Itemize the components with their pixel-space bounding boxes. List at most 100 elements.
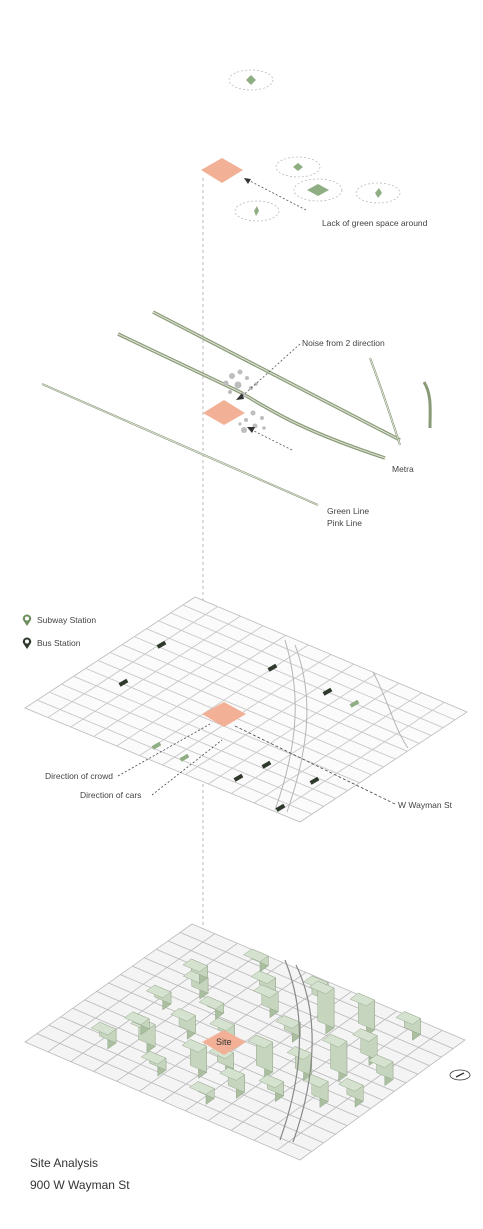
street-label: W Wayman St [398,800,452,810]
building-face [258,1074,285,1089]
building-face [275,1015,301,1029]
rail-curve [286,644,308,813]
street-line [208,673,377,785]
street-grid-layer [24,596,468,823]
page-subtitle: 900 W Wayman St [30,1178,130,1192]
street-line [70,943,238,1062]
street-line [276,702,445,813]
massing-rail [279,959,300,1141]
street-line [116,962,284,1082]
page-title: Site Analysis [30,1156,99,1170]
building-face [395,1011,422,1025]
green-space-patch [375,188,382,198]
building-face [321,1034,348,1048]
green-space-patch [246,75,256,85]
site-parcel [203,400,245,425]
street-line [47,933,215,1053]
metra-label: Metra [392,464,414,474]
cars-label: Direction of cars [80,790,142,800]
green-space-halo [293,178,343,202]
crowd-arrow [117,723,211,777]
street-line [231,682,400,794]
building-face [367,1054,394,1068]
building-face [170,1008,196,1022]
street-line [139,644,309,756]
green-space-patch [254,206,259,216]
subway-pin-icon [22,614,32,626]
green-space-arrow [247,179,307,211]
building-face [352,1028,378,1042]
green-line-label: Green Line [327,506,370,516]
building-face [209,1017,235,1031]
building-face [219,1067,246,1081]
pink-line-label: Pink Line [327,518,362,528]
bus-pin-icon [22,637,32,649]
crowd-label: Direction of crowd [45,771,114,781]
building-face [145,984,172,999]
legend-subway-label: Subway Station [37,615,97,625]
arrow-head [244,178,251,184]
noise-arrow-2 [251,429,293,451]
rail-line-upper-inner [152,311,401,441]
metra-line-inner [117,333,386,459]
building-face [253,984,279,998]
building-face [349,992,376,1007]
building-masses [90,948,422,1108]
street-line [162,981,329,1102]
green-space-halo [355,182,401,204]
street-line [185,663,354,775]
building-face [198,996,225,1010]
arrow-head [236,393,244,400]
noise-cluster [223,369,266,433]
legend-bus-label: Bus Station [37,638,81,648]
building-face [338,1078,364,1092]
building-face [124,1011,150,1026]
transit-noise-layer [41,310,432,506]
north-arrow-icon [449,1069,471,1081]
title-block: Site Analysis 900 W Wayman St [30,1152,130,1196]
noise-label: Noise from 2 direction [302,338,385,348]
building-face [140,1050,167,1065]
building-face [247,1034,274,1049]
green-space-patch [307,184,329,196]
side-rail-inner [369,357,401,446]
rail-curve [372,671,409,749]
street-line [93,625,264,737]
green-space-halo [228,69,274,91]
site-parcel [202,1030,246,1055]
green-space-halo [275,156,321,178]
site-label: Site [216,1037,232,1047]
street-line [208,1001,375,1121]
north-arrow-needle [455,1072,465,1078]
green-pink-line-inner [41,383,319,506]
legend-subway: Subway Station [22,614,96,626]
cars-arrow [151,739,223,796]
building-face [189,1081,215,1095]
green-space-patch [293,163,303,171]
short-rail [422,381,432,429]
massing-layer [24,923,471,1161]
noise-arrow-1 [239,343,301,399]
building-face [181,1039,208,1053]
building-face [250,970,277,984]
street-line [47,606,218,718]
building-face [90,1021,117,1036]
street-line [253,1020,420,1141]
massing-rail [292,964,313,1143]
street-line [70,615,241,728]
site-parcel [202,702,246,727]
building-face [308,980,335,995]
legend-bus: Bus Station [22,637,80,649]
street-line [253,692,422,804]
building-face [182,958,209,973]
street-line [116,634,286,747]
green-space-label: Lack of green space around [322,218,428,228]
rail-curve [274,639,296,811]
building-face [243,948,269,963]
station-markers [118,640,360,812]
arrow-head [247,427,255,433]
site-parcel [201,158,243,183]
green-space-layer [201,69,401,222]
green-space-halo [234,200,280,222]
